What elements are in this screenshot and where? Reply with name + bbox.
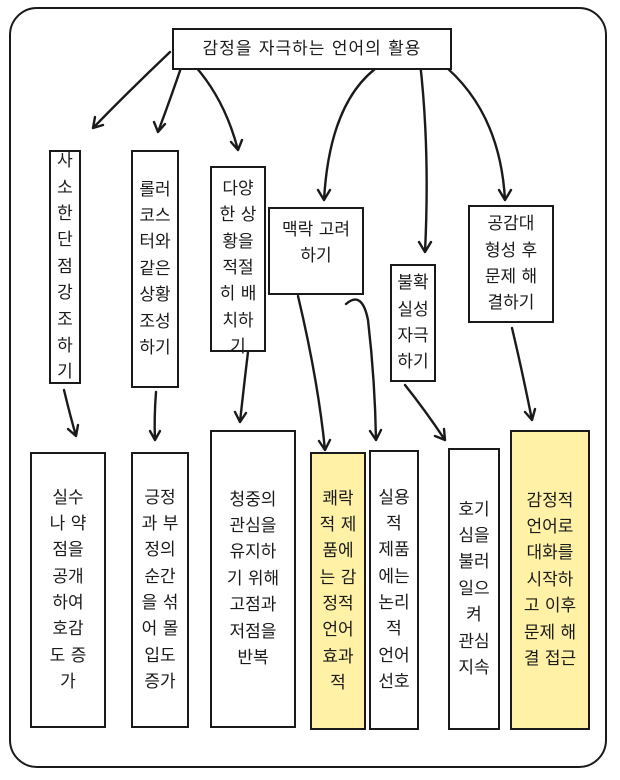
arrow-root-to-s3 bbox=[193, 64, 244, 152]
arrow-s4-to-r4a bbox=[296, 294, 332, 452]
strategy-node-1: 사 소 한 단 점 강 조 하 기 bbox=[49, 150, 81, 384]
arrow-s2-to-r2 bbox=[148, 390, 162, 442]
strategy-node-4: 맥락 고려 하기 bbox=[268, 207, 364, 295]
result-node-1: 실수 나 약 점을 공개 하여 호감 도 증 가 bbox=[30, 452, 106, 728]
arrow-root-to-s5 bbox=[417, 60, 433, 254]
strategy-node-3: 다양 한 상 황을 적절 히 배 치하 기 bbox=[210, 166, 266, 357]
arrow-root-to-s6 bbox=[438, 60, 513, 202]
strategy-node-2: 롤러 코스 터와 같은 상황 조성 하기 bbox=[131, 150, 179, 388]
arrow-s5-to-r5 bbox=[403, 383, 447, 442]
result-node-2: 긍정 과 부 정의 순간 을 섞 어 몰 입도 증가 bbox=[131, 452, 189, 728]
strategy-node-6: 공감대 형성 후 문제 해 결하기 bbox=[468, 205, 554, 323]
result-node-3: 청중의 관심을 유지하 기 위해 고점과 저점을 반복 bbox=[210, 430, 296, 728]
root-node: 감정을 자극하는 언어의 활용 bbox=[172, 28, 452, 70]
arrow-s3-to-r3 bbox=[233, 350, 250, 424]
diagram-frame bbox=[9, 7, 607, 768]
strategy-node-5: 불확 실성 자극 하기 bbox=[390, 264, 436, 382]
arrow-root-to-s1 bbox=[91, 50, 172, 130]
result-node-4a: 쾌락 적 제 품에 는 감 정적 언어 효과 적 bbox=[310, 452, 366, 730]
arrow-root-to-s4 bbox=[316, 60, 387, 202]
arrow-s4-to-r4b bbox=[344, 298, 383, 442]
arrow-s1-to-r1 bbox=[62, 388, 80, 438]
arrow-root-to-s2 bbox=[152, 60, 185, 134]
result-node-6: 감정적 언어로 대화를 시작하 고 이후 문제 해 결 접근 bbox=[510, 430, 590, 730]
result-node-4b: 실용 적 제품 에는 논리 적 언어 선호 bbox=[369, 450, 419, 730]
result-node-5: 호기 심을 불러 일으 켜 관심 지속 bbox=[448, 448, 500, 730]
arrow-s6-to-r6 bbox=[510, 326, 537, 422]
